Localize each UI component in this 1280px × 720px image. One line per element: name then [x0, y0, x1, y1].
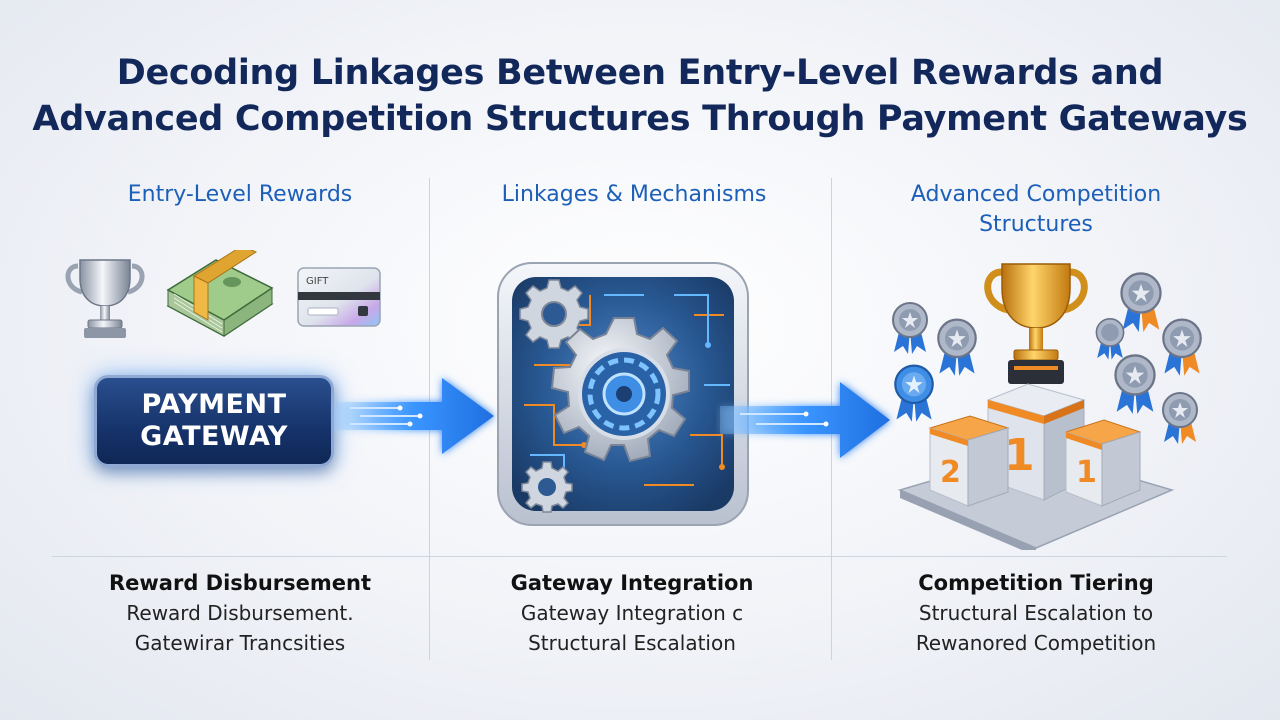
- column-heading-text: Advanced Competition: [910, 182, 1162, 207]
- caption-line: Reward Disbursement.: [126, 601, 354, 625]
- page-title: Decoding Linkages Between Entry-Level Re…: [0, 50, 1280, 142]
- caption-line: Structural Escalation: [528, 631, 736, 655]
- medal-icon: [937, 318, 977, 376]
- medal-icon: [894, 364, 934, 422]
- gift-card-icon: GIFT: [297, 267, 381, 327]
- podium-label-left: 2: [940, 455, 961, 490]
- arrow-icon: [720, 382, 890, 458]
- gear-icon: [550, 317, 690, 463]
- cash-stack-icon: [166, 250, 274, 337]
- podium-label-right: 1: [1076, 455, 1097, 490]
- column-heading-text: Linkages & Mechanisms: [501, 182, 767, 207]
- caption-line: Gatewirar Trancsities: [134, 631, 346, 655]
- arrow-icon: [334, 378, 494, 454]
- caption-line: Rewanored Competition: [915, 631, 1157, 655]
- payment-gateway-box: PAYMENT GATEWAY: [94, 375, 334, 467]
- medal-icon: [1095, 318, 1125, 360]
- caption-line: Gateway Integration c: [520, 601, 744, 625]
- payment-gateway-line-2: GATEWAY: [140, 421, 288, 452]
- podium-label-center: 1: [1004, 430, 1035, 481]
- medal-icon: [1162, 392, 1198, 444]
- column-heading-text: Structures: [979, 212, 1093, 237]
- medal-icon: [1162, 318, 1202, 376]
- gift-card-label: GIFT: [306, 276, 329, 287]
- gear-icon: [521, 461, 573, 513]
- medal-icon: [1114, 354, 1156, 414]
- podium-icon: 2 1 1: [897, 383, 1175, 550]
- title-line-2: Advanced Competition Structures Through …: [32, 99, 1248, 139]
- column-heading-linkages: Linkages & Mechanisms: [436, 180, 832, 210]
- caption-line: Structural Escalation to: [918, 601, 1154, 625]
- caption-title-advanced: Competition Tiering: [918, 571, 1154, 595]
- trophy-icon: [65, 259, 145, 338]
- column-heading-entry-rewards: Entry-Level Rewards: [40, 180, 440, 210]
- caption-title-linkages: Gateway Integration: [510, 571, 754, 595]
- payment-gateway-line-1: PAYMENT: [141, 389, 287, 420]
- gear-icon: [519, 279, 589, 349]
- caption-body-entry: Reward Disbursement. Gatewirar Trancsiti…: [30, 598, 450, 658]
- caption-body-advanced: Structural Escalation to Rewanored Compe…: [834, 598, 1238, 658]
- medal-icon: [892, 302, 928, 354]
- caption-body-linkages: Gateway Integration c Structural Escalat…: [432, 598, 832, 658]
- column-heading-text: Entry-Level Rewards: [127, 182, 353, 207]
- caption-divider: [52, 556, 1227, 557]
- trophy-icon: [984, 263, 1088, 384]
- caption-title-entry: Reward Disbursement: [108, 571, 371, 595]
- medal-icon: [1120, 272, 1162, 332]
- title-line-1: Decoding Linkages Between Entry-Level Re…: [116, 53, 1164, 93]
- column-heading-advanced-competition: Advanced Competition Structures: [834, 180, 1238, 240]
